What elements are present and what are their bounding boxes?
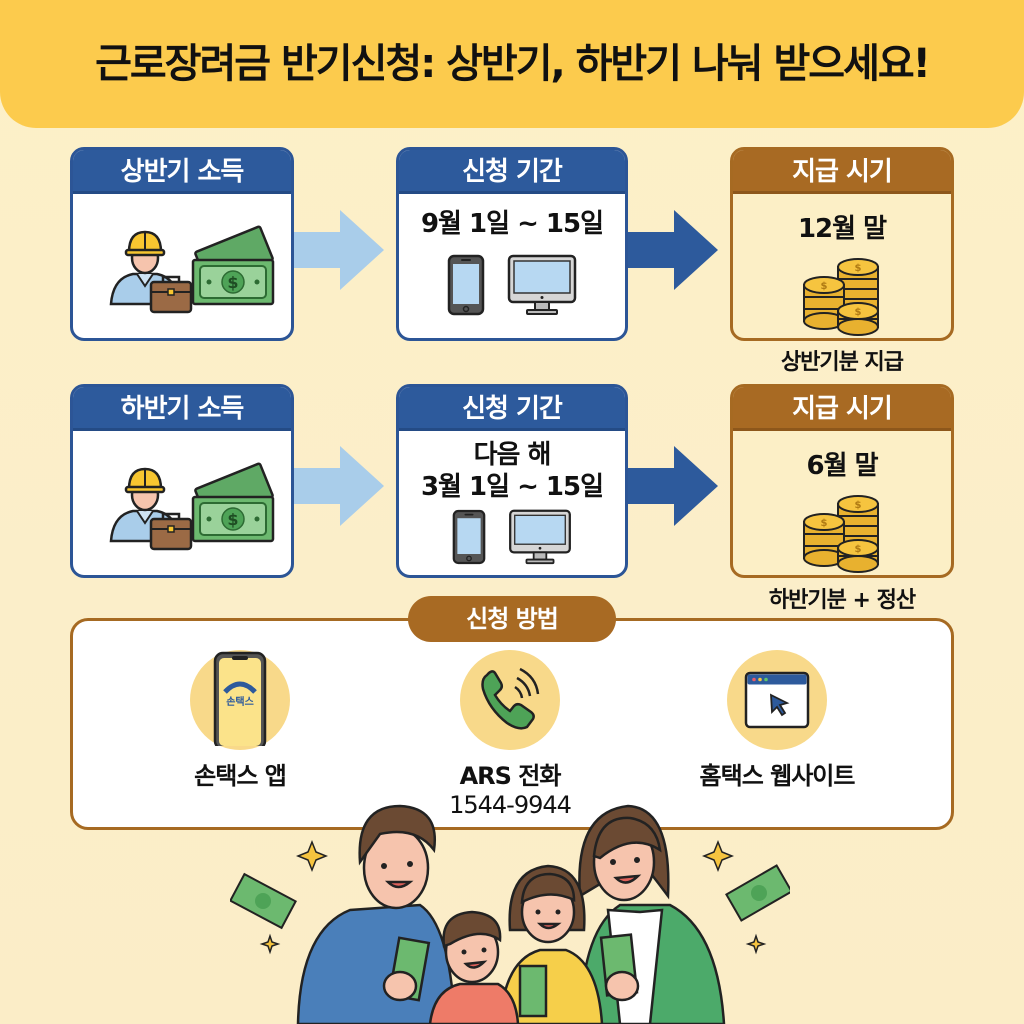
method-sontax-app[interactable]: 손택스 손택스 앱 [130, 650, 350, 791]
mobile-app-icon: 손택스 [213, 651, 267, 746]
dark-arrow-icon [628, 446, 718, 526]
second-half-payment-card: 지급 시기 6월 말 [730, 384, 954, 578]
smartphone-icon [447, 254, 485, 316]
father [296, 804, 457, 1024]
smartphone-icon [452, 509, 486, 565]
monitor-icon [507, 254, 577, 316]
second-half-period-card: 신청 기간 다음 해 3월 1일 ~ 15일 [396, 384, 628, 578]
method-ars-phone[interactable]: ARS 전화 1544-9944 [400, 650, 620, 819]
cash-icon [191, 224, 275, 306]
second-half-period-header: 신청 기간 [399, 387, 625, 431]
first-half-payment-date: 12월 말 [797, 214, 887, 244]
second-half-income-header: 하반기 소득 [73, 387, 291, 431]
mother [578, 804, 726, 1024]
first-half-payment-header: 지급 시기 [733, 150, 951, 194]
first-half-income-header: 상반기 소득 [73, 150, 291, 194]
svg-text:손택스: 손택스 [226, 695, 254, 708]
method-label: 홈택스 웹사이트 [699, 762, 856, 790]
method-hometax-website[interactable]: 홈택스 웹사이트 [667, 650, 887, 791]
family-illustration [230, 804, 790, 1024]
flying-banknote-icon [230, 864, 790, 930]
light-arrow-icon [294, 210, 384, 290]
second-half-payment-header: 지급 시기 [733, 387, 951, 431]
dark-arrow-icon [628, 210, 718, 290]
sparkle-icon [259, 839, 767, 955]
coins-icon [803, 258, 879, 336]
first-half-income-card: 상반기 소득 [70, 147, 294, 341]
second-half-payment-caption: 하반기분 + 정산 [768, 588, 916, 613]
ars-phone-number: 1544-9944 [449, 791, 572, 819]
phone-icon [481, 667, 540, 730]
second-half-income-card: 하반기 소득 [70, 384, 294, 578]
worker-icon [109, 467, 193, 551]
daughter [498, 864, 604, 1024]
second-half-period-year: 다음 해 [473, 440, 552, 470]
first-half-period-header: 신청 기간 [399, 150, 625, 194]
application-methods-title: 신청 방법 [408, 596, 616, 642]
first-half-period-card: 신청 기간 9월 1일 ~ 15일 [396, 147, 628, 341]
browser-cursor-icon [744, 671, 810, 729]
second-half-payment-date: 6월 말 [806, 451, 879, 481]
method-label: ARS 전화 [459, 762, 562, 790]
second-half-period-dates: 3월 1일 ~ 15일 [420, 472, 604, 502]
light-arrow-icon [294, 446, 384, 526]
coins-icon [803, 495, 879, 573]
worker-icon [109, 230, 193, 314]
cash-icon [191, 461, 275, 543]
title-banner: 근로장려금 반기신청: 상반기, 하반기 나눠 받으세요! [0, 0, 1024, 128]
page-title: 근로장려금 반기신청: 상반기, 하반기 나눠 받으세요! [95, 41, 931, 87]
monitor-icon [509, 509, 571, 565]
first-half-payment-caption: 상반기분 지급 [780, 350, 904, 375]
first-half-period-dates: 9월 1일 ~ 15일 [420, 209, 604, 239]
method-label: 손택스 앱 [194, 762, 287, 790]
first-half-payment-card: 지급 시기 12월 말 [730, 147, 954, 341]
son [428, 910, 520, 1024]
